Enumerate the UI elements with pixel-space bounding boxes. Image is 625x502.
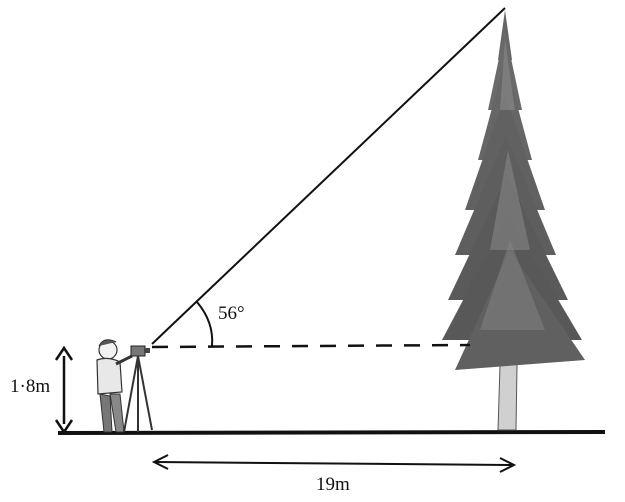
horizontal-dashed-line (151, 343, 471, 349)
sight-line (151, 7, 506, 345)
ground-line (57, 430, 606, 435)
angle-arc (196, 301, 214, 347)
theodolite-on-tripod-icon (123, 345, 153, 433)
height-arrow (54, 345, 74, 435)
angle-label: 56° (218, 303, 245, 324)
surveyor-person-icon (96, 339, 133, 433)
distance-arrow (151, 454, 517, 473)
distance-label: 19m (316, 474, 350, 495)
height-label: 1·8m (10, 376, 51, 397)
fir-tree-icon (442, 10, 585, 431)
